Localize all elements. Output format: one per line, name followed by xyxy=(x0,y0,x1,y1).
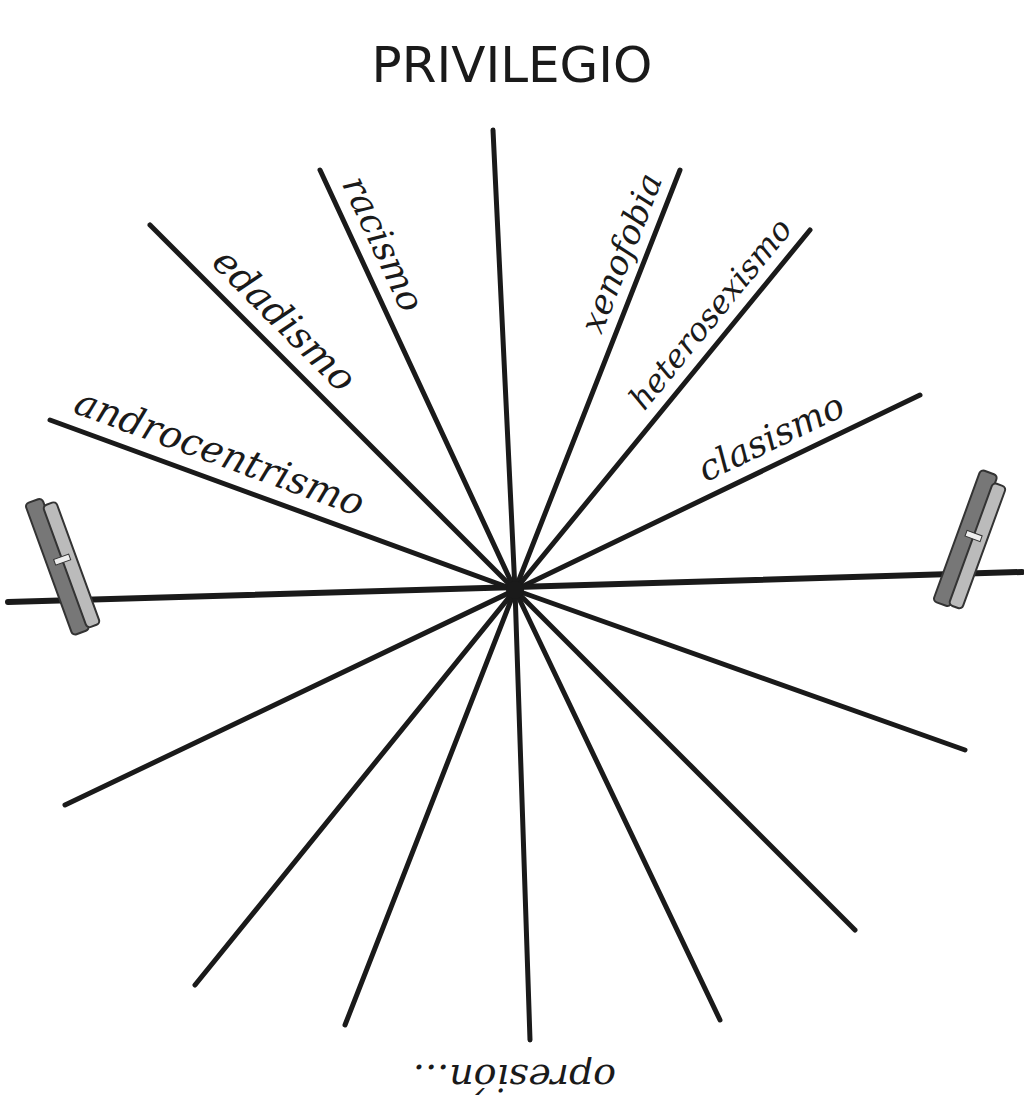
axis-label: edadismo xyxy=(206,241,363,398)
title: PRIVILEGIO xyxy=(372,40,653,90)
clothespin xyxy=(933,469,1009,611)
clothespin xyxy=(25,494,101,636)
axis-label: androcentrismo xyxy=(70,382,369,522)
axis-label: racismo xyxy=(336,171,430,317)
pole-label: opresión... xyxy=(413,1059,616,1097)
axis-label: xenofobia xyxy=(574,169,667,337)
